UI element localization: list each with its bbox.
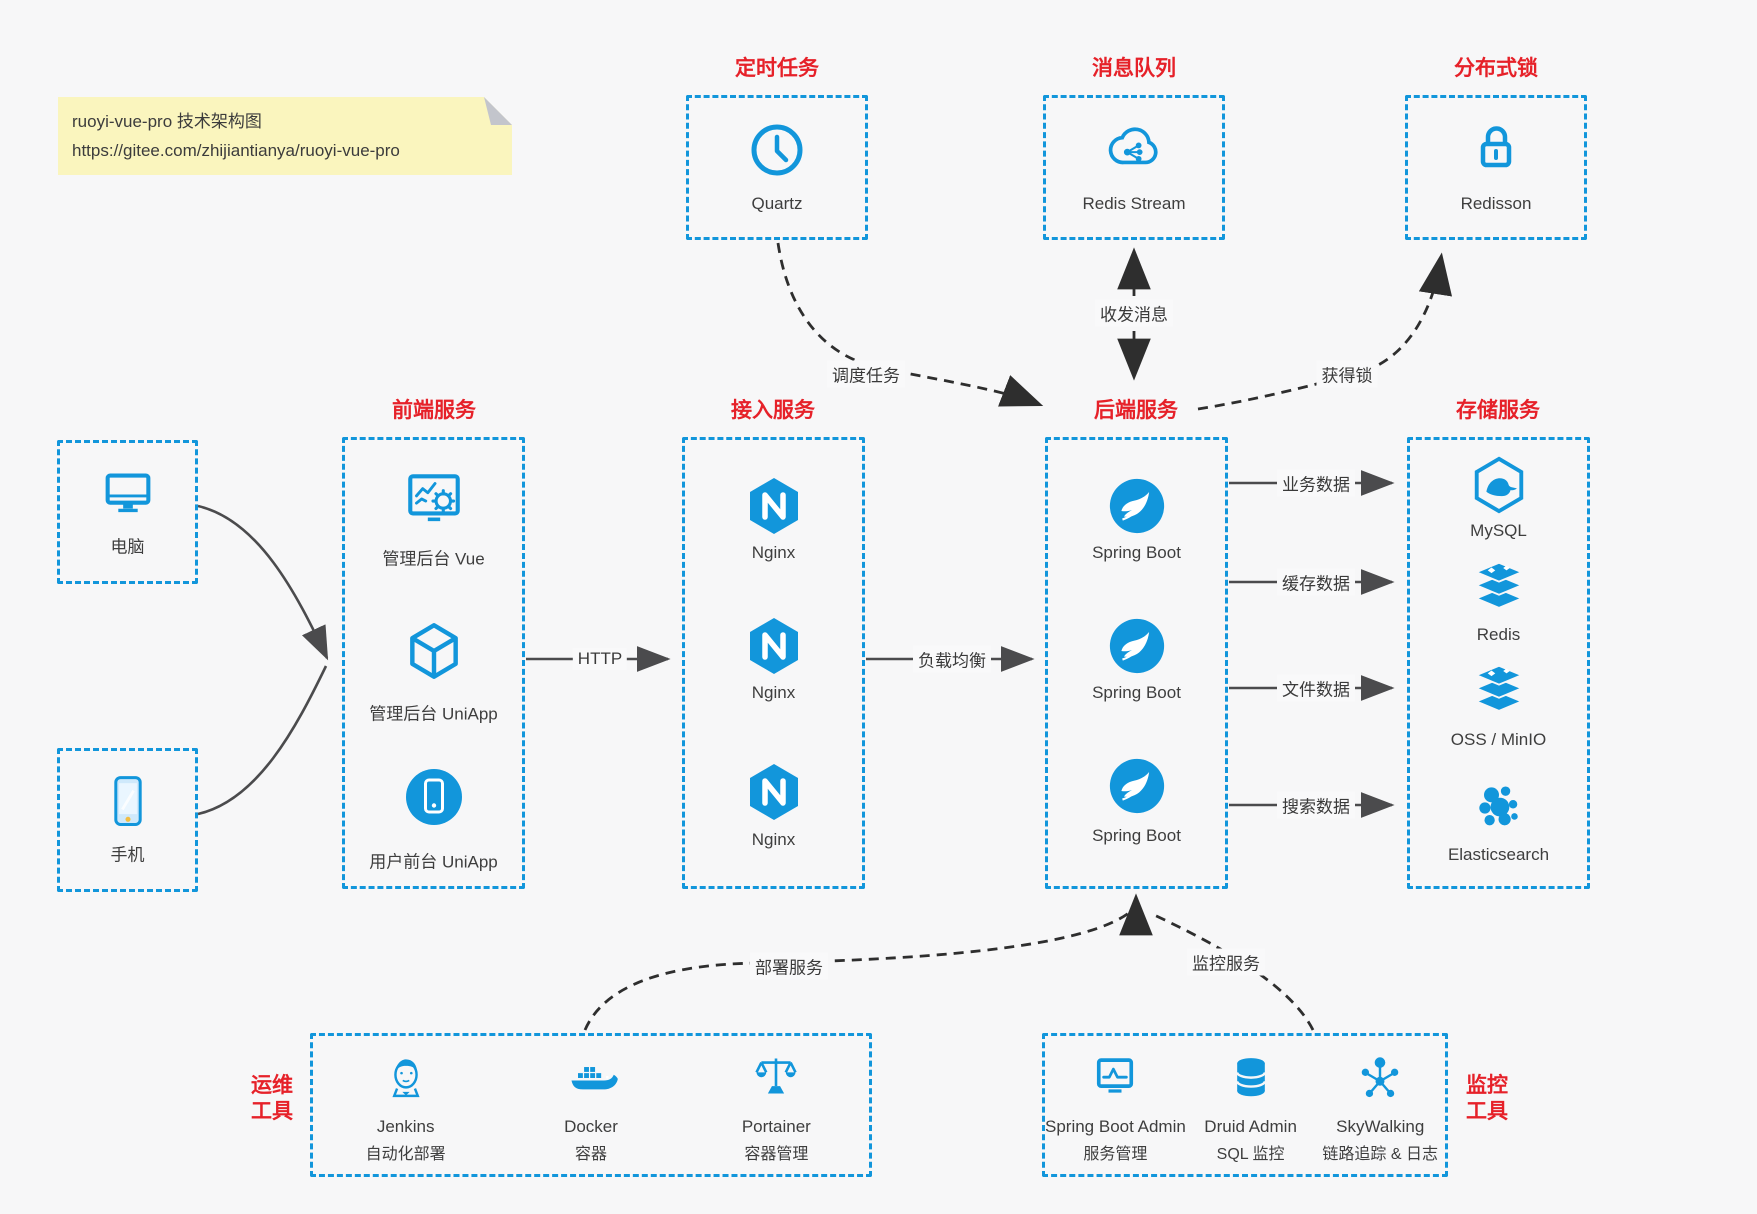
tool-subtitle: 链路追踪 & 日志 bbox=[1322, 1146, 1438, 1163]
admin-vue-icon bbox=[401, 467, 467, 533]
lock-icon bbox=[1464, 116, 1528, 180]
redis-stream-label: Redis Stream bbox=[1082, 194, 1186, 213]
redis-stack-icon bbox=[1469, 560, 1529, 620]
frontend-item-label: 用户前台 UniApp bbox=[369, 852, 498, 872]
access-item-label: Nginx bbox=[751, 830, 796, 849]
mysql-icon bbox=[1468, 454, 1530, 516]
quartz-label: Quartz bbox=[751, 194, 803, 213]
frontend-box: 管理后台 Vue 管理后台 UniApp 用户前台 UniApp bbox=[342, 437, 525, 889]
docker-item: Docker 容器 bbox=[498, 1036, 683, 1174]
frontend-item-label: 管理后台 Vue bbox=[382, 549, 485, 569]
backend-item-label: Spring Boot bbox=[1092, 683, 1181, 702]
monitor-chart-icon bbox=[1089, 1052, 1141, 1109]
access-item-label: Nginx bbox=[751, 683, 796, 702]
storage-stack-icon bbox=[1469, 663, 1529, 723]
tool-name: Docker bbox=[564, 1117, 618, 1136]
phone-icon bbox=[98, 771, 158, 831]
storage-box: MySQL Redis OSS / MinIO bbox=[1407, 437, 1590, 889]
tool-name: Portainer bbox=[741, 1117, 811, 1136]
edge-label-monitor: 监控服务 bbox=[1187, 948, 1265, 976]
redisson-box: Redisson bbox=[1405, 95, 1587, 240]
druid-admin-item: Druid Admin SQL 监控 bbox=[1186, 1036, 1316, 1174]
redisson-label: Redisson bbox=[1460, 194, 1532, 213]
mobile-app-icon bbox=[402, 765, 466, 829]
frontend-item-label: 管理后台 UniApp bbox=[369, 704, 498, 724]
edge-label-load-balance: 负载均衡 bbox=[913, 645, 991, 673]
spring-icon bbox=[1106, 615, 1168, 677]
ops-tools-title: 运维 工具 bbox=[251, 1074, 293, 1123]
monitor-tools-title: 监控 工具 bbox=[1466, 1074, 1508, 1123]
group-title-scheduled-task: 定时任务 bbox=[735, 57, 819, 80]
spring-boot-admin-item: Spring Boot Admin 服务管理 bbox=[1045, 1036, 1186, 1174]
spring-icon bbox=[1106, 475, 1168, 537]
edge-label-lock: 获得锁 bbox=[1316, 360, 1378, 388]
monitor-tools-box: Spring Boot Admin 服务管理 Druid Admin SQL 监… bbox=[1042, 1033, 1448, 1177]
portainer-item: Portainer 容器管理 bbox=[684, 1036, 869, 1174]
portainer-icon bbox=[750, 1052, 802, 1109]
group-title-message-queue: 消息队列 bbox=[1092, 57, 1176, 80]
backend-box: Spring Boot Spring Boot Spring Boot bbox=[1045, 437, 1228, 889]
storage-item-label: Elasticsearch bbox=[1447, 845, 1550, 864]
group-title-backend: 后端服务 bbox=[1094, 399, 1178, 422]
edge-label-cache-data: 缓存数据 bbox=[1277, 568, 1355, 596]
cube-icon bbox=[401, 618, 467, 684]
backend-item-label: Spring Boot bbox=[1092, 826, 1181, 845]
edge-label-deploy: 部署服务 bbox=[750, 952, 828, 980]
edge-label-search-data: 搜索数据 bbox=[1277, 791, 1355, 819]
edge-phone-to-frontend bbox=[197, 665, 328, 816]
storage-item-label: MySQL bbox=[1470, 521, 1527, 540]
spring-icon bbox=[1106, 755, 1168, 817]
jenkins-icon bbox=[380, 1052, 432, 1109]
jenkins-item: Jenkins 自动化部署 bbox=[313, 1036, 498, 1174]
edge-computer-to-frontend bbox=[197, 504, 329, 661]
edge-label-file-data: 文件数据 bbox=[1277, 674, 1355, 702]
sticky-note: ruoyi-vue-pro 技术架构图 https://gitee.com/zh… bbox=[58, 97, 512, 175]
edge-label-business-data: 业务数据 bbox=[1277, 469, 1355, 497]
access-box: Nginx Nginx Nginx bbox=[682, 437, 865, 889]
elasticsearch-icon bbox=[1469, 778, 1529, 838]
docker-icon bbox=[564, 1052, 618, 1109]
clock-icon bbox=[745, 118, 809, 182]
tool-subtitle: 容器管理 bbox=[744, 1146, 809, 1163]
skywalking-item: SkyWalking 链路追踪 & 日志 bbox=[1315, 1036, 1445, 1174]
edge-deploy bbox=[583, 910, 1131, 1031]
group-title-access: 接入服务 bbox=[731, 399, 815, 422]
client-phone-box: 手机 bbox=[57, 748, 198, 892]
cloud-stream-icon bbox=[1101, 115, 1167, 181]
nginx-icon bbox=[742, 760, 806, 824]
nginx-icon bbox=[742, 474, 806, 538]
edge-label-message: 收发消息 bbox=[1095, 299, 1173, 327]
quartz-box: Quartz bbox=[686, 95, 868, 240]
tool-subtitle: SQL 监控 bbox=[1216, 1146, 1285, 1163]
group-title-frontend: 前端服务 bbox=[392, 399, 476, 422]
storage-item-label: OSS / MinIO bbox=[1450, 730, 1547, 749]
access-item-label: Nginx bbox=[751, 543, 796, 562]
tool-subtitle: 自动化部署 bbox=[365, 1146, 446, 1163]
ops-tools-box: Jenkins 自动化部署 Docker 容器 bbox=[310, 1033, 872, 1177]
backend-item-label: Spring Boot bbox=[1092, 543, 1181, 562]
desktop-icon bbox=[97, 462, 159, 524]
note-title: ruoyi-vue-pro 技术架构图 bbox=[72, 112, 262, 131]
group-title-distributed-lock: 分布式锁 bbox=[1454, 57, 1538, 80]
client-computer-box: 电脑 bbox=[57, 440, 198, 584]
edge-label-http: HTTP bbox=[572, 648, 628, 670]
redis-stream-box: Redis Stream bbox=[1043, 95, 1225, 240]
edge-label-schedule: 调度任务 bbox=[827, 360, 905, 388]
tool-name: Druid Admin bbox=[1204, 1117, 1297, 1136]
tool-name: Spring Boot Admin bbox=[1045, 1117, 1186, 1136]
tool-subtitle: 容器 bbox=[574, 1146, 607, 1163]
nginx-icon bbox=[742, 614, 806, 678]
storage-item-label: Redis bbox=[1476, 625, 1521, 644]
tool-name: SkyWalking bbox=[1336, 1117, 1425, 1136]
database-icon bbox=[1225, 1052, 1277, 1109]
tool-subtitle: 服务管理 bbox=[1083, 1146, 1148, 1163]
note-fold-corner bbox=[484, 97, 512, 125]
note-url: https://gitee.com/zhijiantianya/ruoyi-vu… bbox=[72, 141, 400, 160]
group-title-storage: 存储服务 bbox=[1456, 399, 1540, 422]
edge-schedule bbox=[776, 242, 1044, 407]
phone-label: 手机 bbox=[110, 845, 145, 865]
topology-icon bbox=[1354, 1052, 1406, 1109]
computer-label: 电脑 bbox=[110, 537, 145, 557]
tool-name: Jenkins bbox=[376, 1117, 435, 1136]
